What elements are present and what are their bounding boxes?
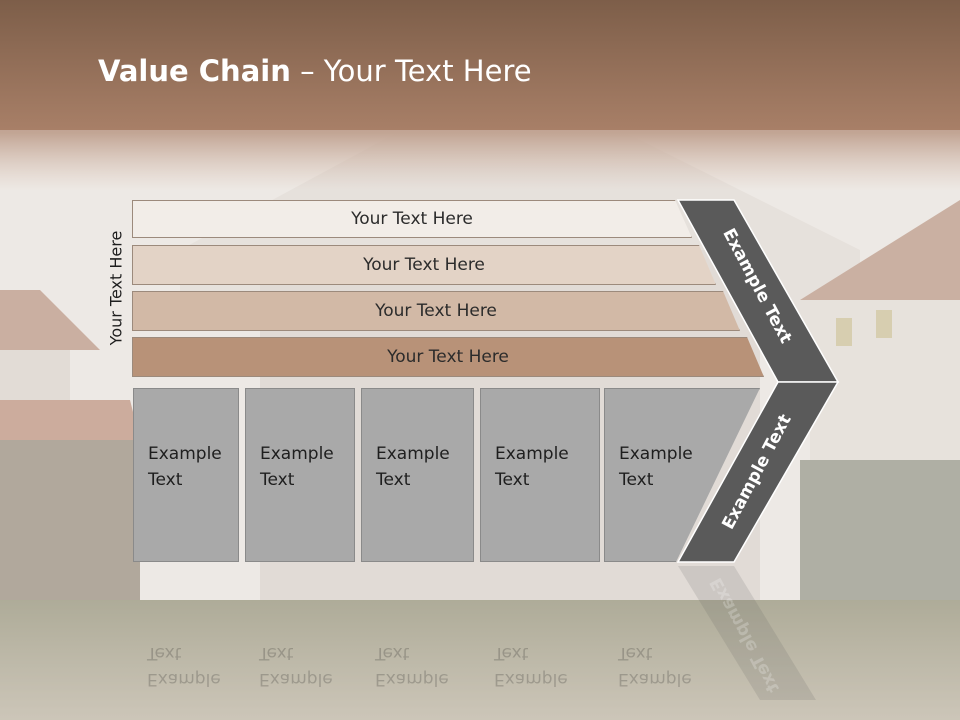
activity-box-3: Example Text	[361, 388, 474, 562]
band-1-label: Your Text Here	[351, 209, 473, 229]
activity-box-3-line1: Example	[376, 444, 450, 464]
activity-box-1-line1: Example	[148, 444, 222, 464]
activity-box-5-line2: Text	[619, 470, 654, 490]
activity-box-3-reflection: Example Text	[361, 612, 474, 692]
activity-box-1: Example Text	[133, 388, 239, 562]
activity-box-3-line2: Text	[376, 470, 411, 490]
activity-box-1-reflection: Example Text	[133, 612, 239, 692]
activity-box-3-reflection-line1: Example	[375, 669, 449, 689]
band-4-label: Your Text Here	[387, 347, 509, 367]
band-4: Your Text Here	[132, 337, 764, 377]
activity-box-2-line1: Example	[260, 444, 334, 464]
activity-box-5-reflection-line1: Example	[618, 669, 692, 689]
activity-box-2: Example Text	[245, 388, 355, 562]
activity-box-5-reflection-line2: Text	[618, 643, 653, 663]
activity-box-2-reflection-line1: Example	[259, 669, 333, 689]
activity-box-5-line1: Example	[619, 444, 693, 464]
band-1: Your Text Here	[132, 200, 692, 238]
band-2-label: Your Text Here	[363, 255, 485, 275]
activity-box-2-reflection: Example Text	[245, 612, 355, 692]
page-title: Value Chain – Your Text Here	[98, 54, 532, 88]
title-bold: Value Chain	[98, 54, 291, 88]
activity-box-1-reflection-line2: Text	[147, 643, 182, 663]
band-3: Your Text Here	[132, 291, 740, 331]
activity-box-2-reflection-line2: Text	[259, 643, 294, 663]
chevron-lower-arm	[676, 381, 840, 563]
chevron-reflection	[678, 566, 816, 700]
title-rest: – Your Text Here	[290, 54, 532, 88]
activity-box-4-line1: Example	[495, 444, 569, 464]
activity-box-5-reflection: Example Text	[604, 612, 724, 692]
activity-box-4-reflection-line2: Text	[494, 643, 529, 663]
activity-box-4-line2: Text	[495, 470, 530, 490]
activity-box-3-reflection-line2: Text	[375, 643, 410, 663]
band-2: Your Text Here	[132, 245, 716, 285]
activity-box-1-line2: Text	[148, 470, 183, 490]
activity-box-1-reflection-line1: Example	[147, 669, 221, 689]
activity-box-4-reflection: Example Text	[480, 612, 600, 692]
activity-box-4-reflection-line1: Example	[494, 669, 568, 689]
band-3-label: Your Text Here	[375, 301, 497, 321]
activity-box-2-line2: Text	[260, 470, 295, 490]
activity-box-4: Example Text	[480, 388, 600, 562]
